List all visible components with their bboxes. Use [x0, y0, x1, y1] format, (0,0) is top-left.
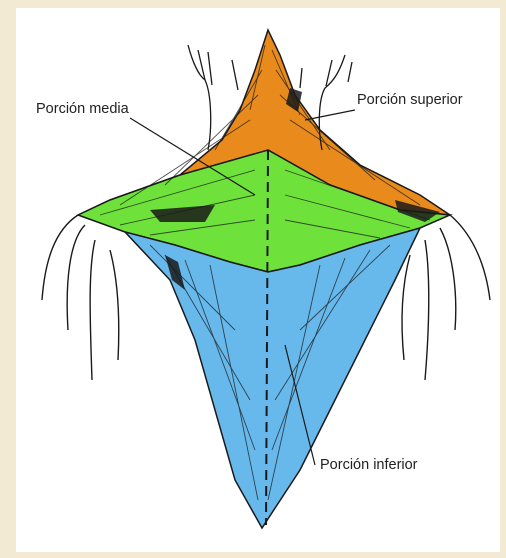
label-porcion-superior: Porción superior: [357, 93, 463, 108]
inferior-portion-region: [125, 228, 420, 528]
label-porcion-inferior: Porción inferior: [320, 458, 418, 473]
label-porcion-media: Porción media: [36, 102, 129, 117]
